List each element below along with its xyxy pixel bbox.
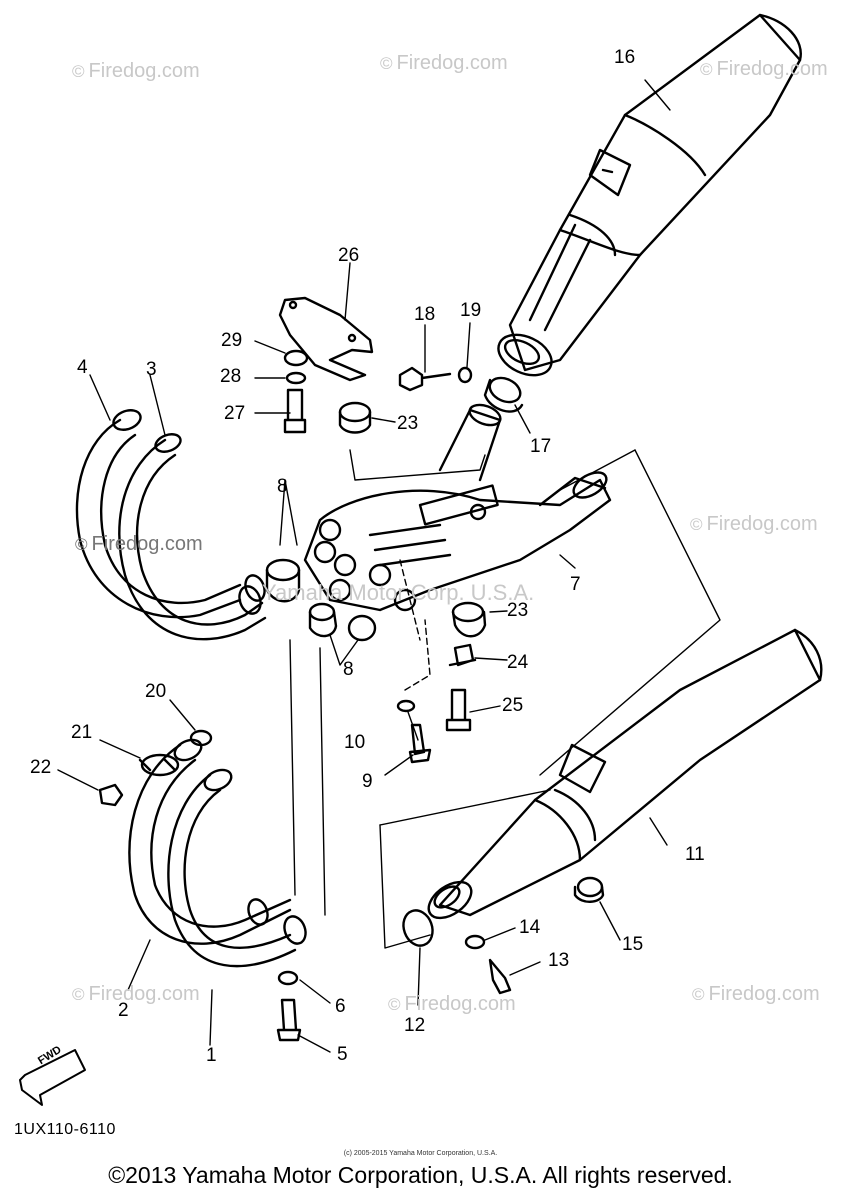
- watermark: ©Firedog.com: [72, 60, 200, 82]
- callout-21: 21: [71, 722, 93, 743]
- callout-8: 8: [343, 659, 354, 680]
- callout-18: 18: [414, 304, 436, 325]
- callout-17: 17: [530, 436, 552, 457]
- callout-13: 13: [548, 950, 570, 971]
- callout-22: 22: [30, 757, 52, 778]
- watermark: ©Firedog.com: [700, 58, 828, 80]
- callout-3: 3: [146, 359, 157, 380]
- callout-12: 12: [404, 1015, 426, 1036]
- callout-14: 14: [519, 917, 541, 938]
- callout-8: 8: [277, 476, 288, 497]
- callout-5: 5: [337, 1044, 348, 1065]
- callout-19: 19: [460, 300, 482, 321]
- callout-11: 11: [685, 844, 705, 865]
- header-pipes-1-2: [128, 738, 307, 968]
- fwd-arrow-icon: [19, 1049, 86, 1106]
- watermark: ©Firedog.com: [692, 983, 820, 1005]
- callout-24: 24: [507, 652, 529, 673]
- small-parts: [98, 349, 605, 1042]
- callout-27: 27: [224, 403, 246, 424]
- callout-20: 20: [145, 681, 167, 702]
- callout-1: 1: [206, 1045, 217, 1066]
- callout-9: 9: [362, 771, 373, 792]
- callout-25: 25: [502, 695, 524, 716]
- bracket: [278, 296, 374, 382]
- callout-15: 15: [622, 934, 644, 955]
- watermark: ©Firedog.com: [72, 983, 200, 1005]
- callout-2: 2: [118, 1000, 129, 1021]
- diagram-code: 1UX110-6110: [14, 1121, 116, 1138]
- upper-muffler: [497, 13, 802, 377]
- lower-muffler: [427, 628, 823, 920]
- callout-26: 26: [338, 245, 360, 266]
- callout-23: 23: [397, 413, 419, 434]
- callout-23: 23: [507, 600, 529, 621]
- small-copyright: (c) 2005-2015 Yamaha Motor Corporation, …: [343, 1150, 498, 1157]
- watermark: ©Firedog.com: [388, 993, 516, 1015]
- callout-4: 4: [77, 357, 88, 378]
- callout-6: 6: [335, 996, 346, 1017]
- callout-10: 10: [344, 732, 366, 753]
- watermark: ©Firedog.com: [75, 533, 203, 555]
- copyright-notice: ©2013 Yamaha Motor Corporation, U.S.A. A…: [108, 1162, 733, 1188]
- center-watermark: Yamaha Motor Corp. U.S.A.: [262, 580, 535, 605]
- callout-29: 29: [221, 330, 243, 351]
- header-pipes-3-4: [75, 409, 267, 641]
- callout-16: 16: [614, 47, 636, 68]
- callout-7: 7: [570, 574, 581, 595]
- reference-lines: [57, 79, 721, 1053]
- watermark: ©Firedog.com: [690, 513, 818, 535]
- callout-28: 28: [220, 366, 242, 387]
- watermark: ©Firedog.com: [380, 52, 508, 74]
